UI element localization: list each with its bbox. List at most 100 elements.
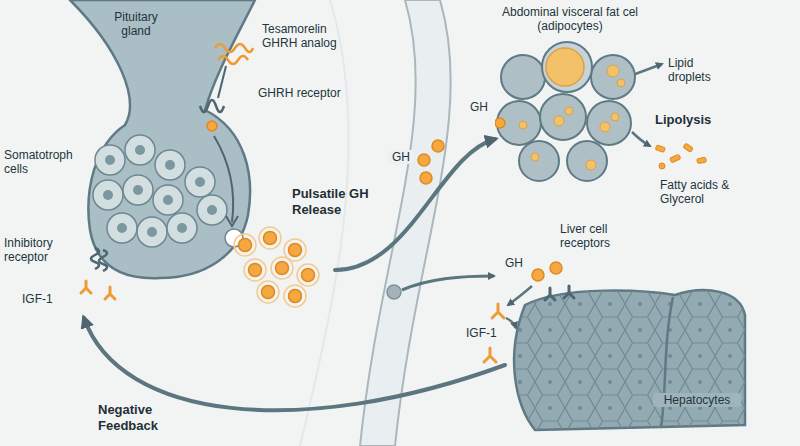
lipid-droplet — [546, 48, 584, 86]
background-curve — [300, 0, 349, 446]
somatotroph-cell — [95, 145, 125, 175]
lipid-droplet — [554, 116, 564, 126]
pituitary-gland-outline — [70, 0, 255, 278]
receptor-label: GHRH receptor — [258, 86, 354, 100]
hormone-label: IGF-1 — [466, 326, 506, 340]
somatotroph-cell — [167, 213, 197, 243]
receptor-molecule — [81, 281, 91, 293]
cell-nucleus — [177, 223, 187, 233]
lipid-droplet — [586, 160, 596, 170]
cell-nucleus — [163, 195, 173, 205]
receptor-label: Liver cell receptors — [560, 222, 632, 251]
gh-granule — [276, 262, 289, 275]
process-label: Lipolysis — [655, 112, 735, 128]
inhibitory-receptor — [99, 250, 107, 271]
lipid-droplet — [617, 79, 625, 87]
hormone-label: GH — [466, 100, 492, 114]
somatotroph-cell — [123, 175, 153, 205]
granule-halo — [257, 281, 279, 303]
tesamorelin-peptide — [218, 56, 248, 64]
granule-halo — [297, 264, 319, 286]
mid-gh-dots — [418, 140, 444, 184]
receptor-molecule — [564, 286, 574, 298]
hormone-label: GH — [505, 256, 531, 270]
igf-to-liver-arrow — [506, 318, 516, 328]
inhibitory-receptor — [91, 248, 99, 269]
somatotroph-cell — [125, 135, 155, 165]
structure-label: Lipid droplets — [668, 56, 732, 85]
fragment — [659, 163, 665, 169]
liver-tissue — [514, 290, 745, 430]
fatty-acid-fragments — [655, 143, 706, 169]
lipid-droplet — [519, 121, 527, 129]
fat-cell — [587, 101, 631, 145]
granule-halo — [284, 285, 306, 307]
lipid-droplet — [600, 122, 610, 132]
somatotroph-cell — [107, 213, 137, 243]
granule-halo — [271, 257, 293, 279]
liver-gh-dots — [532, 262, 562, 281]
ligand — [207, 121, 217, 131]
gh-granule — [302, 269, 315, 282]
lipolysis-arrow — [632, 132, 650, 146]
igf-molecule — [492, 304, 504, 318]
node-text: Pituitary gland — [100, 10, 172, 39]
gh-molecule — [532, 269, 544, 281]
blood-vessel — [360, 0, 451, 446]
gh-molecule — [550, 262, 562, 274]
fragment — [670, 154, 681, 163]
gh-granule — [289, 244, 302, 257]
gh-molecule — [418, 154, 430, 166]
cell-nucleus — [103, 190, 113, 200]
receptor-label: Inhibitory receptor — [4, 236, 84, 265]
lipid-droplet — [565, 107, 573, 115]
edge-label: Negative Feedback — [98, 402, 168, 433]
vessel-dot — [387, 285, 401, 299]
lipid-droplet — [531, 153, 539, 161]
cell-nucleus — [147, 227, 157, 237]
cell-nucleus — [207, 205, 217, 215]
cell-nucleus — [195, 177, 205, 187]
fat-cell — [540, 94, 586, 140]
somatotroph-cell — [93, 180, 123, 210]
gh-molecule — [432, 140, 444, 152]
liver-illustration — [505, 265, 750, 435]
gh-to-liver-arrow — [402, 276, 494, 290]
fat-cell — [567, 141, 607, 181]
cell-nucleus — [105, 155, 115, 165]
gh-granule — [262, 286, 275, 299]
drug-label: Tesamorelin GHRH analog — [262, 22, 346, 51]
igf-molecule — [484, 348, 496, 362]
granule-halo — [259, 227, 281, 249]
liver-lobe-line — [661, 297, 673, 428]
gh-granule — [249, 264, 262, 277]
granule-halo — [244, 259, 266, 281]
receptor-molecule — [105, 287, 115, 299]
signal-arrow — [214, 136, 233, 222]
somatotroph-cell — [197, 195, 227, 225]
ghrh-receptor — [200, 100, 224, 112]
binding-arrow — [218, 66, 226, 98]
liver: Hepatocytes — [505, 265, 750, 435]
fragment — [655, 145, 665, 153]
gh-molecule — [420, 172, 432, 184]
cell-nucleus — [117, 223, 127, 233]
cell-nucleus — [133, 185, 143, 195]
gh-granule — [289, 290, 302, 303]
cell-nucleus — [165, 160, 175, 170]
fragment — [697, 157, 707, 163]
tesamorelin-peptide — [215, 44, 253, 52]
gh-granule — [264, 232, 277, 245]
gh-molecule — [495, 118, 505, 128]
somatotroph-cell — [185, 167, 215, 197]
signal-arrow-head — [226, 216, 238, 226]
liver-outline — [514, 290, 745, 430]
adipocyte-cluster: Abdominal visceral fat cel (adipocytes) — [495, 5, 645, 185]
somatotroph-cell — [137, 217, 167, 247]
fat-cell — [519, 141, 559, 181]
fragment — [683, 143, 693, 152]
node-text: Abdominal visceral fat cel (adipocytes) — [495, 5, 645, 34]
fat-cell — [501, 55, 545, 99]
edge-label: Pulsatile GH Release — [292, 186, 378, 217]
